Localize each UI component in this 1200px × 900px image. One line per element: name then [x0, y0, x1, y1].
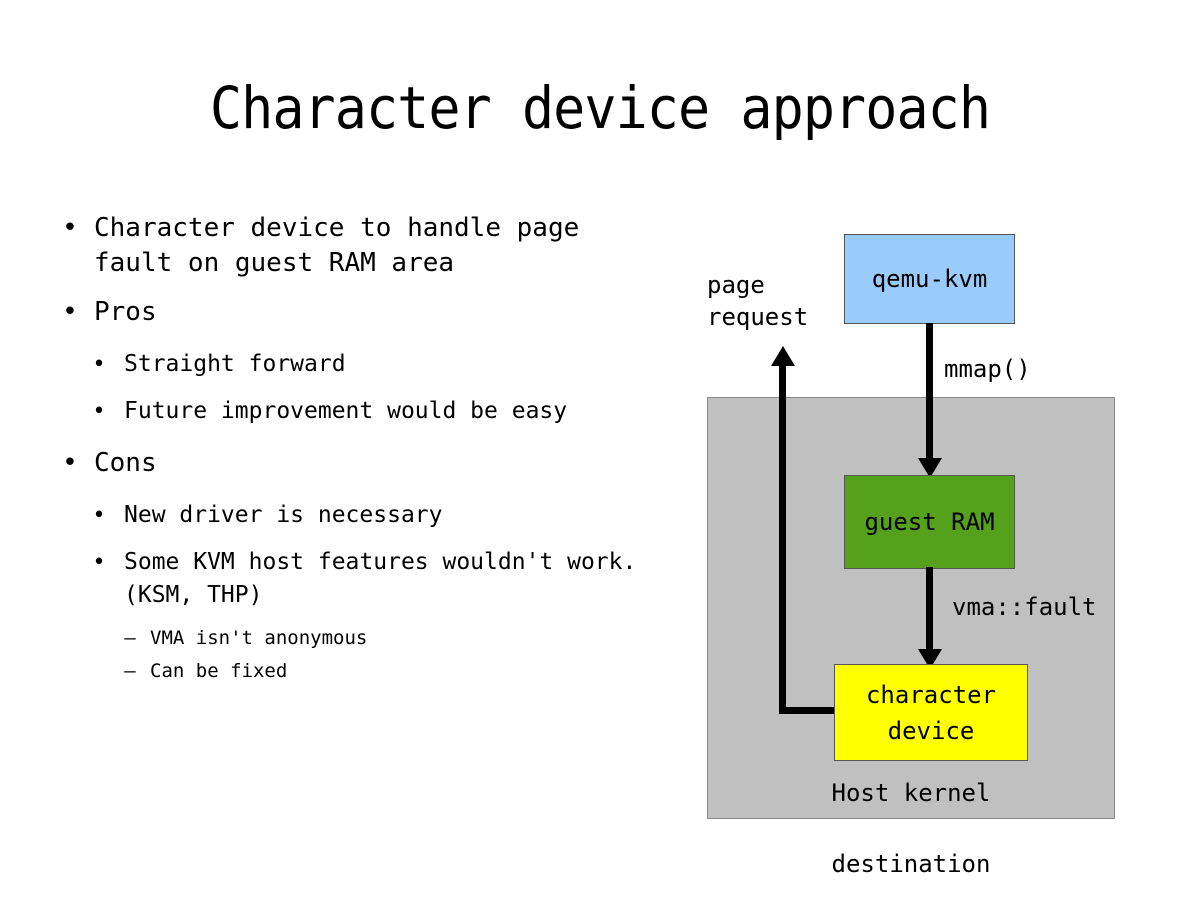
list-item-label: VMA isn't anonymous — [150, 627, 368, 649]
character-device-label-line1: character — [865, 680, 997, 709]
list-item: – Can be fixed — [58, 657, 668, 685]
list-item-label: Can be fixed — [150, 660, 288, 682]
mmap-label: mmap() — [944, 355, 1031, 383]
mmap-arrow-head-icon — [918, 458, 942, 478]
guest-ram-box[interactable]: guest RAM — [844, 475, 1015, 569]
bullet-marker: • — [92, 399, 106, 424]
page-request-arrow-head-icon — [771, 346, 795, 366]
page-request-label: page request — [707, 271, 809, 331]
destination-label: destination — [831, 850, 991, 878]
page-title: Character device approach — [209, 74, 991, 142]
list-item: • Some KVM host features wouldn't work.(… — [58, 546, 668, 612]
list-item: • Straight forward — [58, 348, 668, 381]
list-item-label: Future improvement would be easy — [124, 398, 568, 424]
list-item: • Character device to handle page fault … — [58, 211, 668, 281]
list-item-label: Character device to handle page fault on… — [94, 213, 580, 278]
list-item-label: Some KVM host features wouldn't work.(KS… — [124, 549, 637, 608]
character-device-box[interactable]: character device — [834, 664, 1028, 761]
bullet-marker: • — [92, 550, 106, 575]
bullet-list: • Character device to handle page fault … — [58, 211, 668, 690]
list-item-label: New driver is necessary — [124, 502, 443, 528]
mmap-arrow-line — [926, 323, 933, 463]
list-item-label: Pros — [94, 297, 157, 327]
qemu-kvm-box[interactable]: qemu-kvm — [844, 234, 1015, 324]
page-request-connector-horizontal — [779, 707, 879, 714]
list-item: • Future improvement would be easy — [58, 395, 668, 428]
list-item: • New driver is necessary — [58, 499, 668, 532]
bullet-marker: • — [62, 213, 78, 243]
bullet-marker: • — [92, 503, 106, 528]
vma-fault-arrow-line — [926, 567, 933, 654]
qemu-kvm-label: qemu-kvm — [871, 265, 988, 293]
bullet-marker: – — [124, 660, 136, 682]
list-item: • Cons — [58, 446, 668, 481]
architecture-diagram: page request qemu-kvm mmap() guest RAM v… — [690, 215, 1160, 895]
list-item: – VMA isn't anonymous — [58, 624, 668, 652]
guest-ram-label: guest RAM — [864, 508, 995, 536]
bullet-marker: • — [92, 352, 106, 377]
character-device-label-line2: device — [887, 716, 975, 745]
list-item-label: Cons — [94, 448, 157, 478]
bullet-marker: • — [62, 448, 78, 478]
page-request-connector-vertical — [779, 365, 786, 710]
host-kernel-label: Host kernel — [831, 779, 991, 807]
bullet-marker: – — [124, 627, 136, 649]
list-item: • Pros — [58, 295, 668, 330]
list-item-label: Straight forward — [124, 351, 346, 377]
vma-fault-label: vma::fault — [952, 593, 1097, 621]
bullet-marker: • — [62, 297, 78, 327]
